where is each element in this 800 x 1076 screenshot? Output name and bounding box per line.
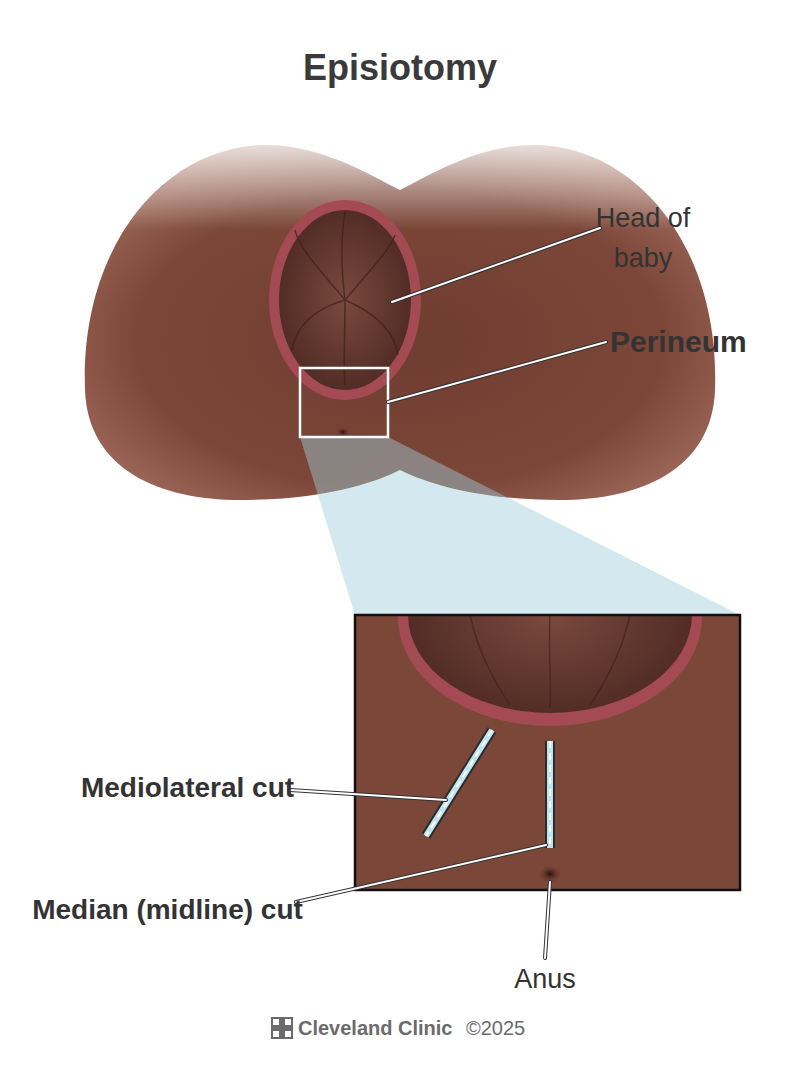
inset bbox=[355, 615, 740, 890]
inset-frame bbox=[355, 615, 740, 890]
zoom-funnel bbox=[300, 437, 740, 615]
baby-head bbox=[279, 210, 411, 390]
anus-mark bbox=[336, 427, 350, 437]
diagram-title: Episiotomy bbox=[0, 44, 800, 91]
credit-text: ©2025 bbox=[466, 1015, 525, 1041]
part-label: Anus bbox=[495, 962, 595, 997]
leader-lines bbox=[290, 228, 606, 958]
logo-icon bbox=[272, 1018, 292, 1038]
part-label: Head of baby bbox=[583, 198, 703, 278]
credit-text: Cleveland Clinic bbox=[298, 1015, 453, 1041]
part-label: Perineum bbox=[610, 322, 747, 361]
part-label: Median (midline) cut bbox=[30, 890, 305, 930]
zoom-box bbox=[300, 368, 388, 437]
hair bbox=[292, 212, 398, 385]
part-label: Mediolateral cut bbox=[80, 768, 295, 808]
